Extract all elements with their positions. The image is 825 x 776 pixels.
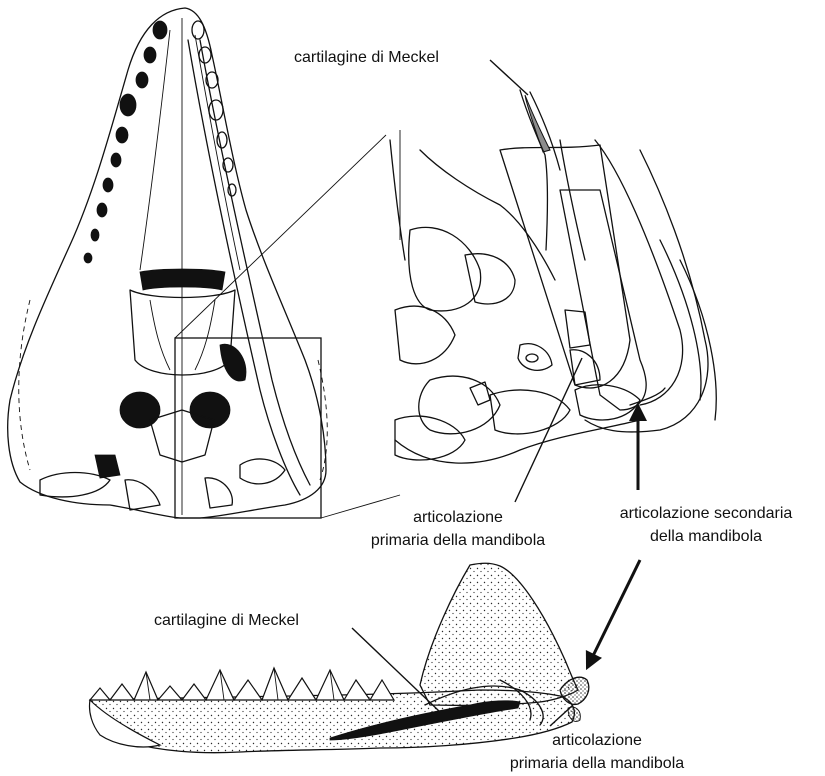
zoom-connector-top (175, 135, 386, 338)
label-primary-bottom-line1: articolazione (552, 732, 642, 749)
meckel-cartilage-highlight (525, 95, 550, 152)
tooth-sockets-left (84, 21, 167, 263)
label-primary-bottom-line2: primaria della mandibola (510, 755, 684, 772)
leader-primary-top (515, 358, 582, 502)
arrow-secondary-bottom (590, 560, 640, 662)
label-secondary-line1: articolazione secondaria (620, 505, 793, 522)
lower-jaw-teeth (90, 668, 394, 700)
lower-jaw-lateral-view (89, 563, 588, 752)
leader-meckel-top (490, 60, 528, 95)
label-primary-top-line2: primaria della mandibola (371, 532, 545, 549)
label-primary-top-line1: articolazione (413, 509, 503, 526)
enlarged-jaw-joint (390, 90, 716, 463)
label-meckel-top: cartilagine di Meckel (294, 49, 439, 66)
label-meckel-bottom: cartilagine di Meckel (154, 612, 299, 629)
zoom-connector-bottom (321, 495, 400, 518)
skull-ventral-view (8, 8, 328, 518)
label-secondary-line2: della mandibola (650, 528, 762, 545)
tooth-sockets-right (192, 21, 236, 196)
